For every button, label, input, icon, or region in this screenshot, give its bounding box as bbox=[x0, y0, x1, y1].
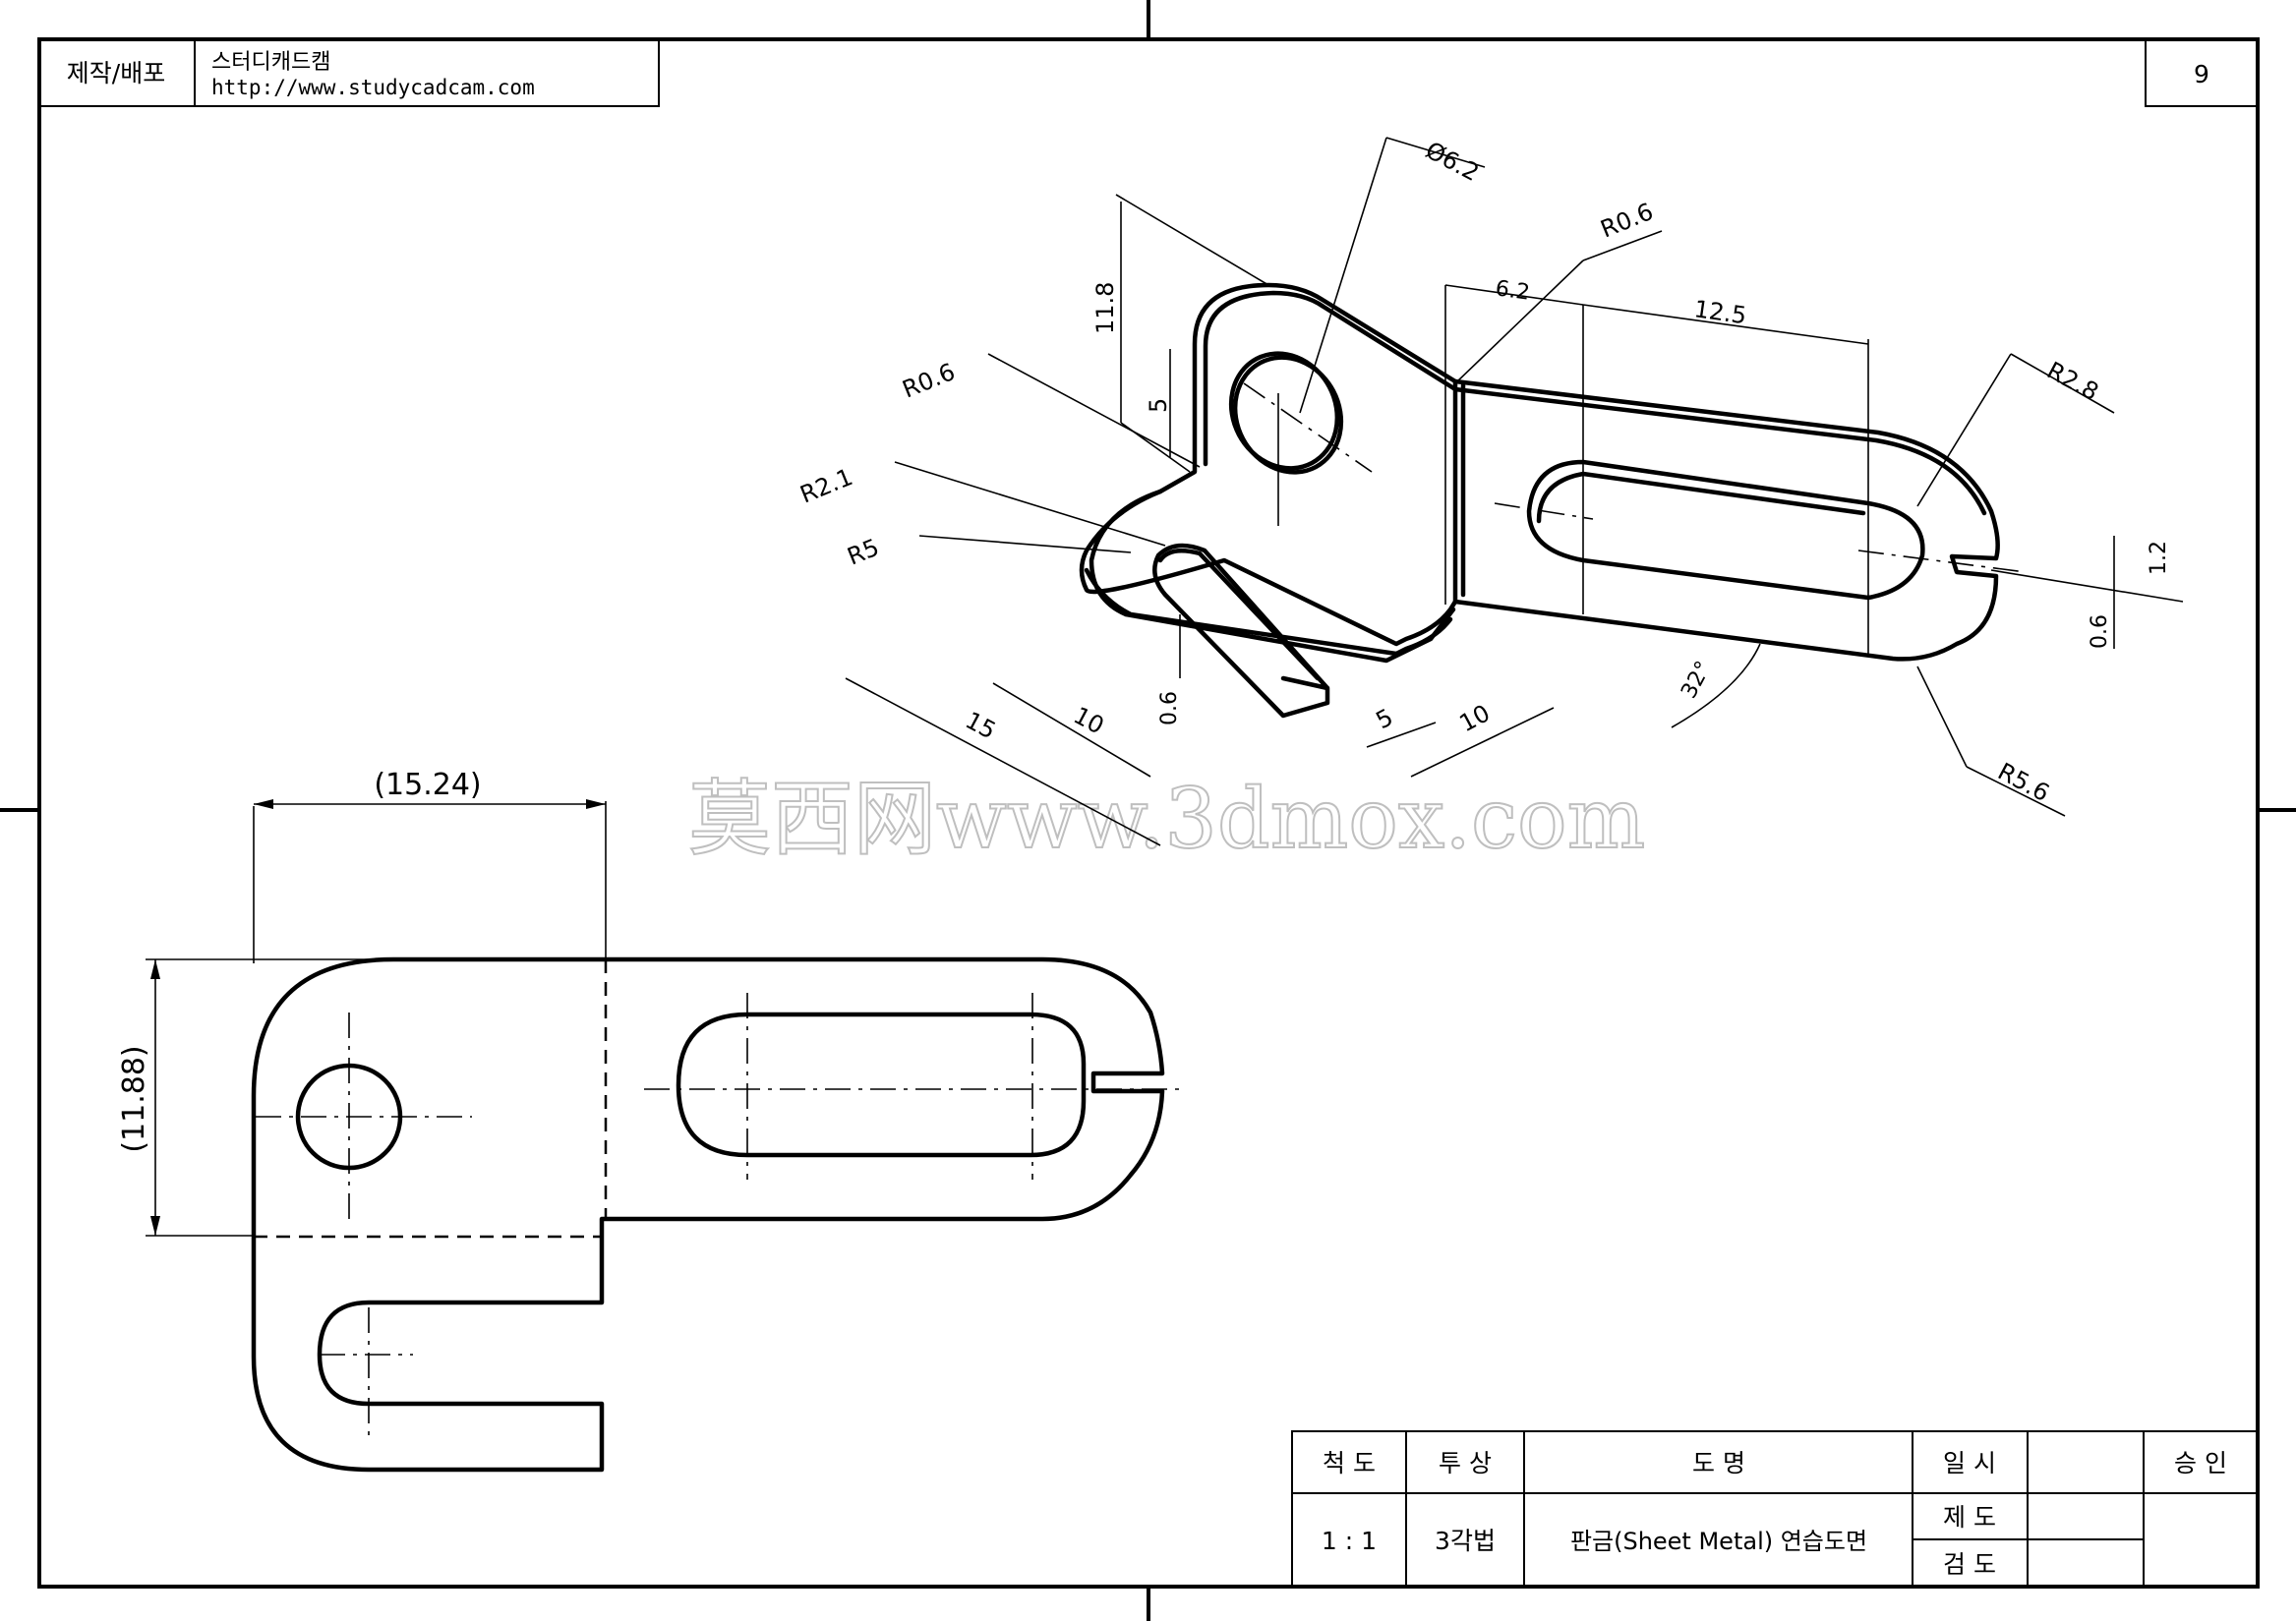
text-w62: 6.2 bbox=[1494, 276, 1531, 306]
text-t06b: 0.6 bbox=[2088, 614, 2112, 649]
text-t06a: 0.6 bbox=[1157, 691, 1182, 725]
iso-lower-slot bbox=[1152, 543, 1330, 719]
text-r5: R5 bbox=[844, 534, 883, 571]
leader-r28-2 bbox=[2010, 353, 2115, 414]
text-g12: 1.2 bbox=[2147, 541, 2171, 575]
text-angle: 32° bbox=[1677, 658, 1716, 703]
dim-ext-gap bbox=[1990, 569, 2184, 603]
text-r28: R2.8 bbox=[2042, 357, 2103, 406]
dim-line-10a bbox=[992, 682, 1151, 778]
leader-r5 bbox=[918, 535, 1132, 553]
label-date: 일 시 bbox=[1943, 1449, 1996, 1477]
maker-url: http://www.studycadcam.com bbox=[211, 76, 535, 99]
dim-arrow-top bbox=[150, 959, 160, 979]
dim-arrow-right bbox=[586, 799, 606, 809]
flat-pattern-view: (15.24) (11.88) bbox=[117, 768, 1185, 1473]
text-r21: R2.1 bbox=[796, 463, 856, 509]
leader-r28 bbox=[1916, 353, 2012, 507]
iso-part-outline bbox=[1079, 282, 2000, 662]
leader-r06-left bbox=[987, 353, 1201, 468]
text-d10a: 10 bbox=[1069, 702, 1108, 740]
label-scale: 척 도 bbox=[1323, 1449, 1376, 1477]
label-drawn: 제 도 bbox=[1943, 1503, 1996, 1532]
iso-hole-back bbox=[1228, 351, 1340, 471]
label-checked: 검 도 bbox=[1943, 1550, 1996, 1579]
leader-r21 bbox=[894, 461, 1166, 547]
text-w125: 12.5 bbox=[1692, 295, 1748, 329]
maker-label: 제작/배포 bbox=[67, 59, 165, 87]
flat-outline bbox=[251, 956, 1165, 1473]
text-flat-height: (11.88) bbox=[117, 1045, 151, 1152]
page-number: 9 bbox=[2194, 60, 2209, 88]
flat-long-slot bbox=[676, 1012, 1087, 1158]
leader-r56-2 bbox=[1966, 766, 2066, 817]
value-drawing-name: 판금(Sheet Metal) 연습도면 bbox=[1570, 1528, 1867, 1555]
label-projection: 투 상 bbox=[1439, 1449, 1492, 1477]
dim-ext-11-8-top bbox=[1115, 194, 1269, 286]
iso-slot-centerline-2 bbox=[1857, 550, 2027, 573]
maker-name: 스터디캐드캠 bbox=[211, 50, 330, 75]
text-h118: 11.8 bbox=[1091, 282, 1119, 334]
iso-part-back-edge bbox=[1203, 290, 1987, 516]
leader-r06-top bbox=[1454, 260, 1584, 384]
leader-r56 bbox=[1916, 666, 1968, 768]
dim-arrow-left bbox=[254, 799, 273, 809]
dim-line-12-5 bbox=[1582, 304, 1869, 345]
value-scale: 1 : 1 bbox=[1322, 1527, 1377, 1555]
dim-arrow-bottom bbox=[150, 1216, 160, 1236]
text-r06-left: R0.6 bbox=[899, 358, 959, 404]
title-block: 척 도 투 상 도 명 일 시 승 인 1 : 1 3각법 판금(Sheet M… bbox=[1291, 1430, 2259, 1588]
text-r56: R5.6 bbox=[1993, 758, 2054, 807]
dim-line-15 bbox=[845, 677, 1161, 846]
value-projection: 3각법 bbox=[1435, 1527, 1496, 1555]
isometric-view: Ø6.2 R0.6 R0.6 R2.1 R5 R2.8 R5.6 11.8 5 … bbox=[796, 137, 2184, 846]
watermark: 莫西网www.3dmox.com bbox=[688, 771, 1645, 867]
label-drawing-name: 도 명 bbox=[1692, 1449, 1745, 1477]
header-box: 제작/배포 스터디캐드캠 http://www.studycadcam.com … bbox=[38, 38, 2259, 107]
leader-r06-top-2 bbox=[1582, 230, 1663, 261]
dim-line-6-2 bbox=[1444, 284, 1584, 306]
text-d5: 5 bbox=[1372, 703, 1398, 734]
text-d10b: 10 bbox=[1455, 699, 1495, 737]
dim-line-10b bbox=[1410, 707, 1555, 778]
text-h5: 5 bbox=[1145, 398, 1172, 413]
iso-lower-slot-inner bbox=[1157, 548, 1321, 681]
label-approve: 승 인 bbox=[2174, 1449, 2227, 1477]
iso-long-slot bbox=[1526, 459, 1925, 601]
text-d15: 15 bbox=[961, 707, 1000, 745]
leader-hole-dia bbox=[1299, 137, 1387, 414]
dim-line-5b bbox=[1366, 722, 1437, 748]
text-hole-dia: Ø6.2 bbox=[1421, 137, 1484, 188]
leader-hole-dia-2 bbox=[1385, 137, 1486, 168]
text-flat-width: (15.24) bbox=[374, 768, 481, 802]
iso-lower-tab bbox=[1089, 489, 1456, 664]
dim-arc-angle bbox=[1671, 643, 1761, 728]
iso-slot-centerline bbox=[1494, 502, 1594, 520]
